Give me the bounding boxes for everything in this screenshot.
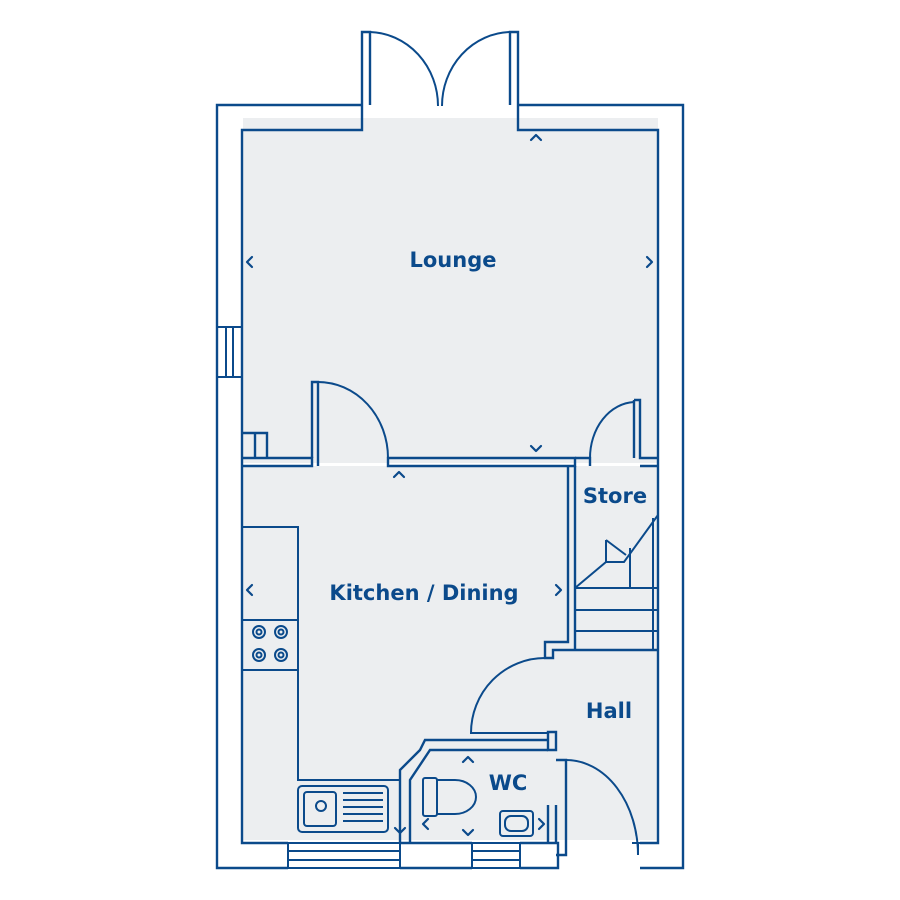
windows [216, 326, 521, 869]
dimension-arrow-icon [529, 444, 543, 453]
room-label-kitchen-dining: Kitchen / Dining [329, 581, 518, 605]
dimension-arrow-icon [393, 826, 407, 835]
interior-doors [317, 381, 644, 856]
french-doors [360, 30, 520, 107]
dimension-arrow-icon [529, 133, 543, 142]
dimension-arrow-icon [537, 817, 546, 831]
door-swing-icon [565, 759, 639, 856]
stairs-icon [574, 514, 659, 650]
room-labels: Lounge Kitchen / Dining Store Hall WC [329, 248, 647, 795]
dimension-arrow-icon [392, 470, 406, 479]
door-swing-icon [469, 657, 548, 734]
hob-icon [252, 625, 288, 662]
dimension-arrow-icon [245, 255, 254, 269]
dimension-arrow-icon [461, 755, 475, 764]
outer-walls [215, 103, 685, 870]
room-label-wc: WC [489, 771, 528, 795]
door-swing-icon [317, 381, 389, 459]
dimension-arrow-icon [645, 255, 654, 269]
room-label-lounge: Lounge [410, 248, 497, 272]
room-label-hall: Hall [586, 699, 632, 723]
dimension-arrow-icon [421, 817, 430, 831]
dimension-arrow-icon [461, 828, 475, 837]
dimension-arrow-icon [245, 583, 254, 597]
door-swing-icon [588, 401, 635, 459]
room-label-store: Store [583, 484, 647, 508]
door-swing-icon [441, 31, 511, 107]
sink-icon [297, 785, 389, 833]
basin-icon [499, 810, 534, 837]
door-swing-icon [369, 31, 439, 107]
dimension-arrow-icon [554, 583, 563, 597]
floor-fills [243, 118, 658, 840]
window-icon [287, 842, 401, 869]
toilet-icon [422, 777, 477, 817]
window-icon [471, 842, 521, 869]
kitchen-worktop [242, 526, 400, 781]
dimension-arrows [245, 133, 654, 837]
window-icon [216, 326, 243, 378]
